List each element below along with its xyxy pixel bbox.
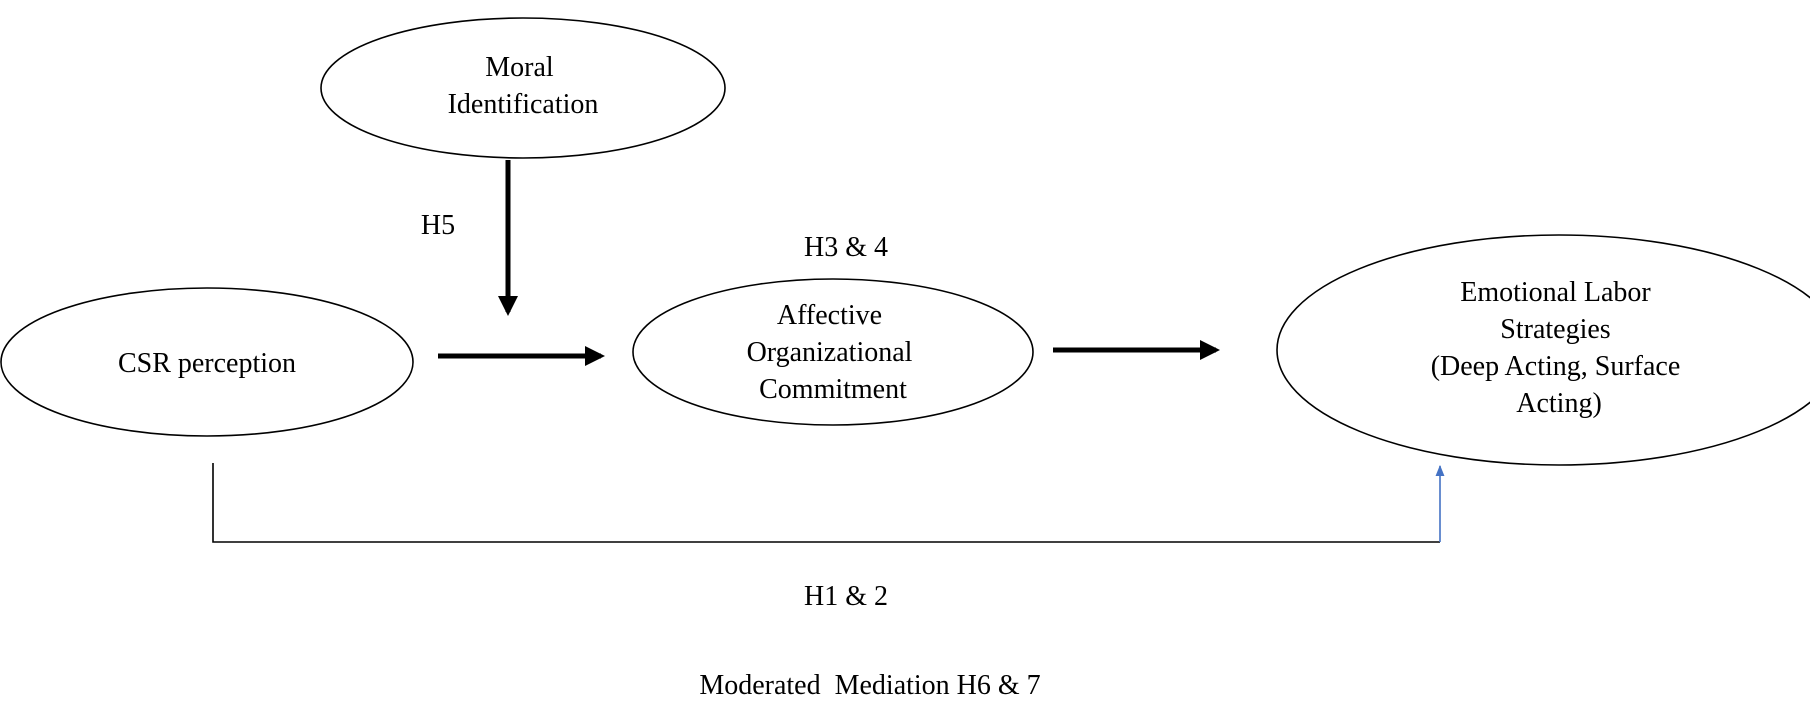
node-affective-organizational-commitment: Affective Organizational Commitment	[632, 278, 1034, 426]
label-moderated-mediation: Moderated Mediation H6 & 7	[699, 670, 1040, 701]
node-emotional-labor-strategies: Emotional Labor Strategies (Deep Acting,…	[1276, 234, 1810, 466]
node-moral-identification: Moral Identification	[320, 17, 726, 159]
emotional-labor-line-4: Acting)	[1516, 388, 1602, 419]
node-affective-commitment-text: Affective Organizational Commitment	[747, 300, 920, 405]
emotional-labor-line-1: Emotional Labor	[1460, 277, 1651, 308]
node-moral-identification-text: Moral Identification	[448, 52, 599, 120]
affective-commitment-line-3: Commitment	[759, 374, 907, 405]
direct-path-connector	[212, 463, 1445, 543]
direct-path-line	[212, 463, 1440, 543]
node-emotional-labor-text: Emotional Labor Strategies (Deep Acting,…	[1431, 277, 1688, 419]
emotional-labor-line-3: (Deep Acting, Surface	[1431, 351, 1681, 382]
node-csr-perception: CSR perception	[0, 287, 414, 437]
affective-commitment-line-1: Affective	[777, 300, 882, 331]
emotional-labor-line-2: Strategies	[1500, 314, 1610, 345]
moral-identification-line-2: Identification	[448, 89, 599, 120]
label-h1-2: H1 & 2	[804, 581, 888, 612]
moral-identification-line-1: Moral	[485, 52, 554, 83]
label-h5: H5	[421, 210, 455, 241]
csr-perception-line-1: CSR perception	[118, 348, 296, 379]
label-h3-4: H3 & 4	[804, 232, 888, 263]
affective-commitment-line-2: Organizational	[747, 337, 913, 368]
